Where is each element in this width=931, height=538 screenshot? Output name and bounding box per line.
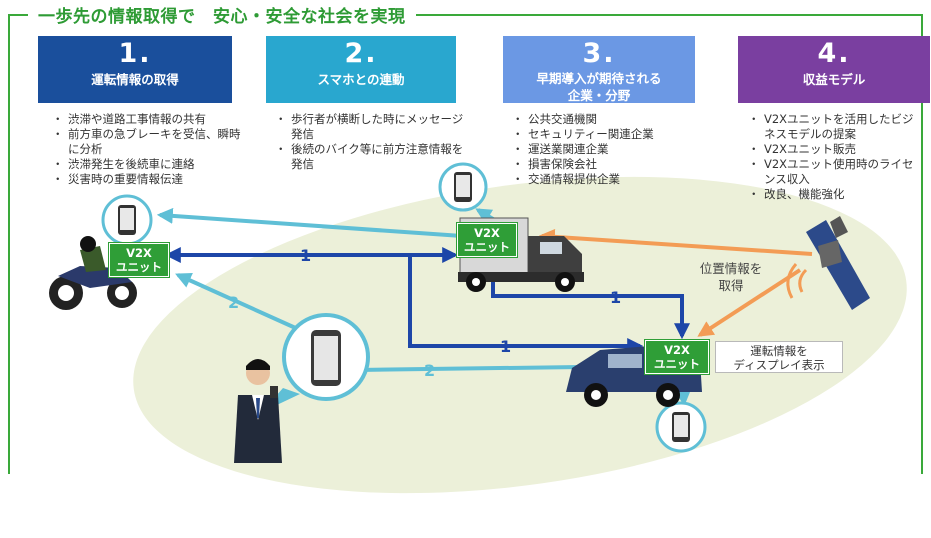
content-frame — [8, 14, 923, 474]
blue-arrows — [164, 247, 690, 354]
v2x-unit-truck: V2X ユニット — [457, 223, 517, 257]
businessman-icon — [234, 359, 282, 463]
list-item: 改良、機能強化 — [748, 187, 924, 202]
position-note-line1: 位置情報を — [699, 261, 763, 276]
list-item: 公共交通機関 — [512, 112, 702, 127]
card-1-bullets: 渋滞や道路工事情報の共有 前方車の急ブレーキを受信、瞬時に分析 渋滞発生を後続車… — [52, 112, 248, 187]
orange-arrows — [538, 228, 813, 337]
v2x-unit-motorcycle: V2X ユニット — [109, 243, 169, 277]
unit-label: V2X — [664, 343, 690, 357]
list-item: 渋滞や道路工事情報の共有 — [52, 112, 248, 127]
card-3-label-line1: 早期導入が期待される — [536, 71, 662, 86]
arrow-label-2: 2 — [228, 293, 239, 312]
card-3: 3. 早期導入が期待される 企業・分野 — [503, 36, 695, 103]
card-1-label: 運転情報の取得 — [91, 72, 179, 87]
list-item: V2Xユニット販売 — [748, 142, 924, 157]
card-2-label: スマホとの連動 — [317, 72, 405, 87]
card-3-label-line2: 企業・分野 — [567, 88, 631, 103]
arrow-label-2: 2 — [424, 361, 435, 380]
list-item: 損害保険会社 — [512, 157, 702, 172]
list-item: 交通情報提供企業 — [512, 172, 702, 187]
display-note-line1: 運転情報を — [750, 344, 808, 358]
position-note-line2: 取得 — [718, 278, 744, 293]
list-item: 渋滞発生を後続車に連絡 — [52, 157, 248, 172]
list-item: 災害時の重要情報伝達 — [52, 172, 248, 187]
arrow-label-1: 1 — [500, 337, 511, 356]
list-item: 後続のバイク等に前方注意情報を発信 — [275, 142, 465, 172]
card-4: 4. 収益モデル — [738, 36, 930, 103]
card-2: 2. スマホとの連動 — [266, 36, 456, 103]
card-2-number: 2. — [344, 38, 378, 69]
list-item: セキュリティー関連企業 — [512, 127, 702, 142]
smartphone-icon — [438, 162, 488, 212]
unit-label: ユニット — [464, 240, 510, 254]
card-1: 1. 運転情報の取得 — [38, 36, 232, 103]
card-3-bullets: 公共交通機関 セキュリティー関連企業 運送業関連企業 損害保険会社 交通情報提供… — [512, 112, 702, 187]
v2x-unit-car: V2X ユニット — [645, 340, 709, 374]
display-note: 運転情報を ディスプレイ表示 — [715, 341, 843, 373]
unit-label: ユニット — [116, 260, 162, 274]
card-2-bullets: 歩行者が横断した時にメッセージ発信 後続のバイク等に前方注意情報を発信 — [275, 112, 465, 172]
card-4-label: 収益モデル — [802, 72, 866, 87]
unit-label: V2X — [126, 246, 152, 260]
card-3-number: 3. — [582, 38, 616, 69]
arrow-label-1: 1 — [300, 246, 311, 265]
card-1-number: 1. — [118, 38, 152, 69]
list-item: 運送業関連企業 — [512, 142, 702, 157]
list-item: V2Xユニット使用時のライセンス収入 — [748, 157, 924, 187]
display-note-line2: ディスプレイ表示 — [733, 358, 825, 372]
list-item: 歩行者が横断した時にメッセージ発信 — [275, 112, 465, 142]
satellite-icon — [786, 216, 870, 310]
position-note: 位置情報を 取得 — [686, 260, 776, 294]
unit-label: V2X — [474, 226, 500, 240]
unit-label: ユニット — [654, 357, 700, 371]
card-4-number: 4. — [817, 38, 851, 69]
smartphone-icon — [655, 401, 707, 453]
list-item: 前方車の急ブレーキを受信、瞬時に分析 — [52, 127, 248, 157]
motorcycle-icon — [49, 236, 137, 310]
card-4-bullets: V2Xユニットを活用したビジネスモデルの提案 V2Xユニット販売 V2Xユニット… — [748, 112, 924, 202]
arrow-label-1: 1 — [610, 288, 621, 307]
list-item: V2Xユニットを活用したビジネスモデルの提案 — [748, 112, 924, 142]
smartphone-icon — [101, 194, 153, 246]
page-title: 一歩先の情報取得で 安心・安全な社会を実現 — [28, 2, 416, 27]
